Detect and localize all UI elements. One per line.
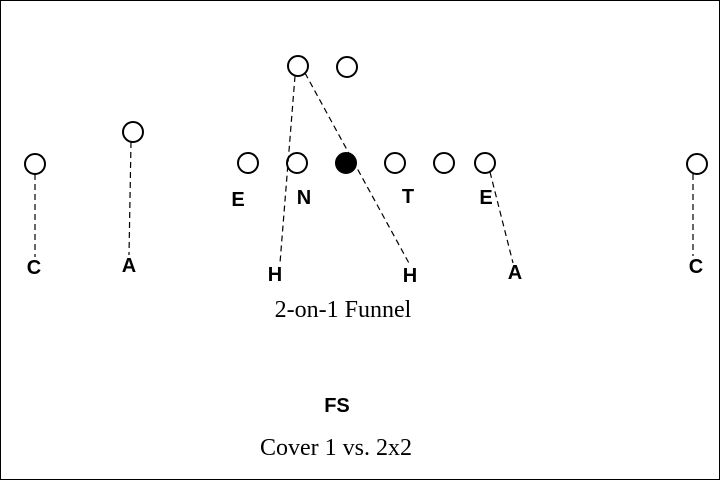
label-a-right: A [508,262,522,284]
route-line-h-right [304,72,411,266]
offense-tackle-left [237,152,259,174]
label-e-left: E [231,189,244,211]
offense-back-left [287,55,309,77]
offense-tackle-right [433,152,455,174]
caption-funnel: 2-on-1 Funnel [275,297,412,323]
offense-guard-left [286,152,308,174]
label-c-right: C [689,256,703,278]
offense-wide-left [24,153,46,175]
label-e-right: E [479,187,492,209]
caption-coverage: Cover 1 vs. 2x2 [260,435,412,461]
route-line-a-right [489,171,514,264]
offense-slot-left [122,121,144,143]
offense-back-right [336,56,358,78]
route-line-a-left [128,141,132,256]
label-h-left: H [268,264,282,286]
route-line-h-left [279,75,296,264]
offense-wide-right [686,153,708,175]
label-n: N [297,187,311,209]
offense-center-ball [335,152,357,174]
offense-tight-end [474,152,496,174]
label-fs: FS [324,395,350,417]
offense-guard-right [384,152,406,174]
label-h-right: H [403,265,417,287]
label-c-left: C [27,257,41,279]
label-t: T [402,186,414,208]
label-a-left: A [122,255,136,277]
